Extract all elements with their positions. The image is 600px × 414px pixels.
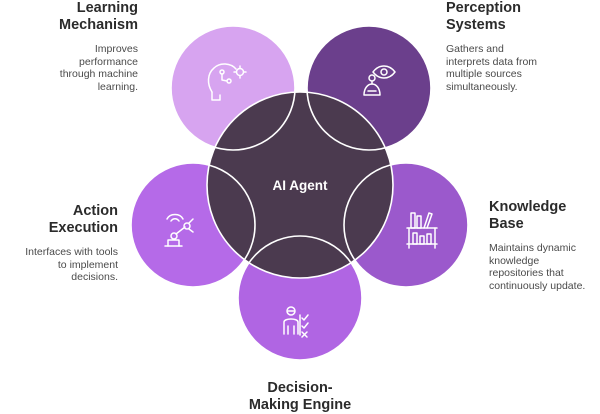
perception-description: Gathers and interprets data from multipl… bbox=[446, 43, 538, 93]
learning-title: Learning Mechanism bbox=[59, 0, 138, 33]
knowledge-label: Knowledge Base Maintains dynamic knowled… bbox=[489, 199, 599, 292]
decision-title: Decision- Making Engine bbox=[248, 380, 352, 413]
eye-robot-icon bbox=[363, 65, 396, 96]
action-label: Action Execution Interfaces with tools t… bbox=[0, 203, 118, 284]
learning-label: Learning Mechanism Improves performance … bbox=[8, 0, 138, 93]
robot-arm-icon bbox=[164, 213, 194, 247]
bookshelf-icon bbox=[406, 212, 438, 249]
center-circle bbox=[207, 92, 393, 278]
action-title: Action Execution bbox=[48, 203, 118, 236]
learning-description: Improves performance through machine lea… bbox=[59, 43, 138, 93]
center-label: AI Agent bbox=[273, 178, 328, 193]
action-description: Interfaces with tools to implement decis… bbox=[25, 246, 118, 283]
perception-title: Perception Systems bbox=[446, 0, 521, 33]
knowledge-title: Knowledge Base bbox=[489, 199, 567, 232]
perception-label: Perception Systems Gathers and interpret… bbox=[446, 0, 596, 93]
circle-outlines bbox=[130, 25, 469, 361]
ai-agent-diagram: AI Agent bbox=[130, 25, 469, 361]
decision-person-icon bbox=[283, 306, 309, 338]
decision-label: Decision- Making Engine bbox=[230, 380, 370, 414]
knowledge-description: Maintains dynamic knowledge repositories… bbox=[489, 242, 586, 292]
brain-gear-icon bbox=[207, 63, 247, 101]
